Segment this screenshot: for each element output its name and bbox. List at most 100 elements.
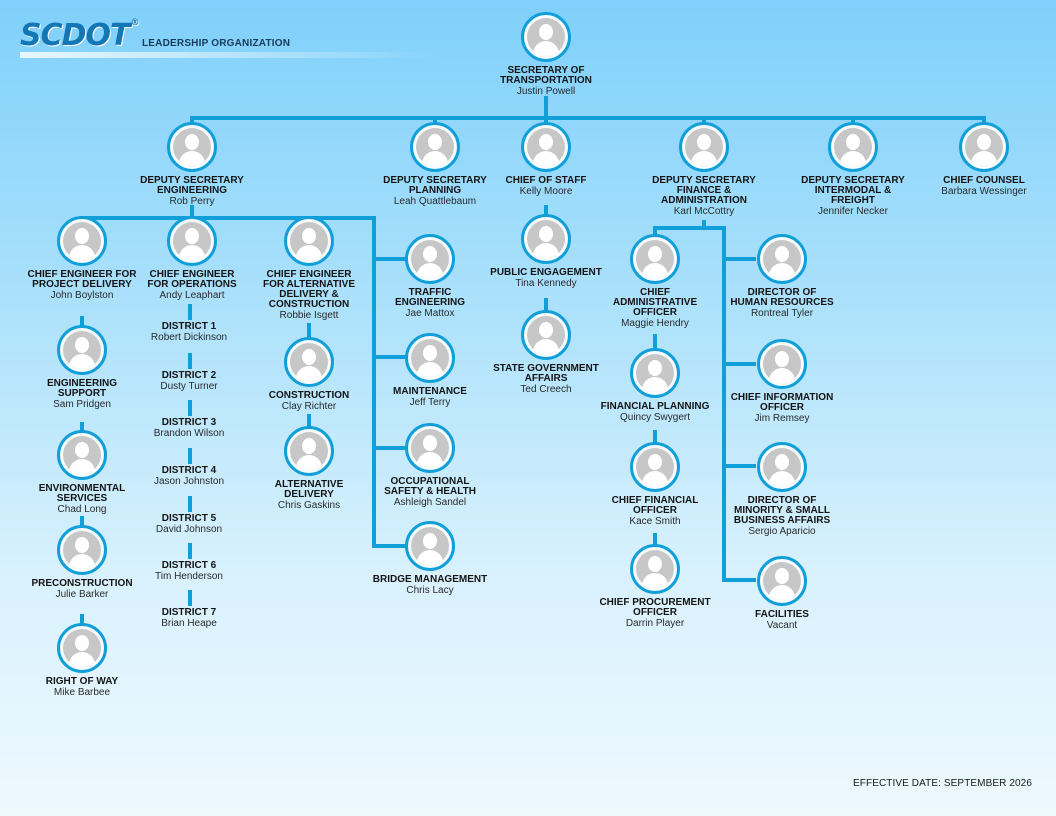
node-name: Jennifer Necker xyxy=(817,206,889,217)
node-title: CHIEF PROCUREMENT OFFICER xyxy=(599,597,711,618)
node-title: DISTRICT 5 xyxy=(161,513,217,524)
node-title: DISTRICT 3 xyxy=(161,417,217,428)
org-node-chief-financial-officer: CHIEF FINANCIAL OFFICER Kace Smith xyxy=(580,442,730,528)
person-silhouette-icon xyxy=(57,525,107,575)
node-title: ENVIRONMENTAL SERVICES xyxy=(38,483,126,504)
node-title: TRAFFIC ENGINEERING xyxy=(394,287,465,308)
node-name: Jeff Terry xyxy=(409,397,451,408)
person-silhouette-icon xyxy=(57,623,107,673)
node-name: Kelly Moore xyxy=(519,186,573,197)
node-title: RIGHT OF WAY xyxy=(45,676,119,687)
person-silhouette-icon xyxy=(284,337,334,387)
node-title: CHIEF OF STAFF xyxy=(505,175,587,186)
org-node-chief-of-staff: CHIEF OF STAFF Kelly Moore xyxy=(471,122,621,198)
person-silhouette-icon xyxy=(521,310,571,360)
node-title: MAINTENANCE xyxy=(393,386,467,397)
node-title: FACILITIES xyxy=(755,609,809,620)
node-name: Leah Quattlebaum xyxy=(393,196,477,207)
org-node-district-1: DISTRICT 1 Robert Dickinson xyxy=(129,322,249,344)
person-silhouette-icon xyxy=(405,333,455,383)
node-title: DEPUTY SECRETARY PLANNING xyxy=(383,175,487,196)
node-title: ALTERNATIVE DELIVERY xyxy=(274,479,344,500)
org-node-district-5: DISTRICT 5 David Johnson xyxy=(129,514,249,536)
node-title: DEPUTY SECRETARY INTERMODAL & FREIGHT xyxy=(801,175,905,206)
org-node-traffic-engineering: TRAFFIC ENGINEERING Jae Mattox xyxy=(355,234,505,320)
org-node-right-of-way: RIGHT OF WAY Mike Barbee xyxy=(7,623,157,699)
org-node-alternative-delivery: ALTERNATIVE DELIVERY Chris Gaskins xyxy=(234,426,384,512)
node-name: Jason Johnston xyxy=(153,476,225,487)
person-silhouette-icon xyxy=(757,234,807,284)
person-silhouette-icon xyxy=(284,216,334,266)
node-name: Clay Richter xyxy=(281,401,337,412)
person-silhouette-icon xyxy=(57,430,107,480)
header-accent-bar xyxy=(20,52,440,58)
org-node-district-6: DISTRICT 6 Tim Henderson xyxy=(129,561,249,583)
node-name: Julie Barker xyxy=(55,589,109,600)
node-name: Karl McCottry xyxy=(673,206,735,217)
node-name: Barbara Wessinger xyxy=(941,186,1027,197)
person-silhouette-icon xyxy=(405,521,455,571)
person-silhouette-icon xyxy=(828,122,878,172)
node-title: DISTRICT 1 xyxy=(161,321,217,332)
node-name: Justin Powell xyxy=(516,86,576,97)
node-title: DISTRICT 7 xyxy=(161,607,217,618)
org-node-engineering-support: ENGINEERING SUPPORT Sam Pridgen xyxy=(7,325,157,411)
node-title: DIRECTOR OF MINORITY & SMALL BUSINESS AF… xyxy=(733,495,831,526)
person-silhouette-icon xyxy=(630,544,680,594)
node-name: Vacant xyxy=(766,620,798,631)
node-name: Tina Kennedy xyxy=(515,278,577,289)
node-title: STATE GOVERNMENT AFFAIRS xyxy=(493,363,599,384)
node-name: Brian Heape xyxy=(161,618,217,629)
node-title: DEPUTY SECRETARY ENGINEERING xyxy=(140,175,244,196)
person-silhouette-icon xyxy=(757,556,807,606)
person-silhouette-icon xyxy=(284,426,334,476)
org-node-bridge-management: BRIDGE MANAGEMENT Chris Lacy xyxy=(355,521,505,597)
scdot-logo: SCDOT® xyxy=(20,18,140,53)
node-name: Sergio Aparicio xyxy=(748,526,816,537)
node-name: Ashleigh Sandel xyxy=(393,497,467,508)
person-silhouette-icon xyxy=(630,234,680,284)
org-node-chief-engineer-project-delivery: CHIEF ENGINEER FOR PROJECT DELIVERY John… xyxy=(7,216,157,302)
org-node-district-4: DISTRICT 4 Jason Johnston xyxy=(129,466,249,488)
node-title: CHIEF ADMINISTRATIVE OFFICER xyxy=(612,287,698,318)
node-title: ENGINEERING SUPPORT xyxy=(46,378,117,399)
person-silhouette-icon xyxy=(630,442,680,492)
node-name: Rontreal Tyler xyxy=(750,308,814,319)
person-silhouette-icon xyxy=(167,122,217,172)
person-silhouette-icon xyxy=(521,214,571,264)
org-node-deputy-planning: DEPUTY SECRETARY PLANNING Leah Quattleba… xyxy=(360,122,510,208)
node-title: CONSTRUCTION xyxy=(268,390,350,401)
person-silhouette-icon xyxy=(959,122,1009,172)
node-title: CHIEF INFORMATION OFFICER xyxy=(730,392,834,413)
person-silhouette-icon xyxy=(57,216,107,266)
org-node-maintenance: MAINTENANCE Jeff Terry xyxy=(355,333,505,409)
org-node-chief-information-officer: CHIEF INFORMATION OFFICER Jim Remsey xyxy=(707,339,857,425)
node-name: Chris Gaskins xyxy=(277,500,341,511)
org-node-district-3: DISTRICT 3 Brandon Wilson xyxy=(129,418,249,440)
node-title: SECRETARY OF TRANSPORTATION xyxy=(500,65,592,86)
org-node-deputy-engineering: DEPUTY SECRETARY ENGINEERING Rob Perry xyxy=(117,122,267,208)
node-name: David Johnson xyxy=(155,524,223,535)
node-name: Darrin Player xyxy=(625,618,685,629)
org-node-public-engagement: PUBLIC ENGAGEMENT Tina Kennedy xyxy=(471,214,621,290)
org-node-chief-administrative-officer: CHIEF ADMINISTRATIVE OFFICER Maggie Hend… xyxy=(580,234,730,330)
person-silhouette-icon xyxy=(679,122,729,172)
node-name: Tim Henderson xyxy=(155,571,223,582)
node-name: Robert Dickinson xyxy=(150,332,228,343)
org-node-state-government-affairs: STATE GOVERNMENT AFFAIRS Ted Creech xyxy=(471,310,621,396)
effective-date: EFFECTIVE DATE: SEPTEMBER 2026 xyxy=(853,778,1032,789)
person-silhouette-icon xyxy=(57,325,107,375)
node-name: Jim Remsey xyxy=(754,413,810,424)
node-name: Rob Perry xyxy=(169,196,215,207)
org-node-occupational-safety: OCCUPATIONAL SAFETY & HEALTH Ashleigh Sa… xyxy=(355,423,505,509)
node-title: DIRECTOR OF HUMAN RESOURCES xyxy=(730,287,834,308)
person-silhouette-icon xyxy=(167,216,217,266)
node-name: Chris Lacy xyxy=(406,585,454,596)
node-title: DISTRICT 2 xyxy=(161,370,217,381)
org-node-district-7: DISTRICT 7 Brian Heape xyxy=(129,608,249,630)
node-name: Ted Creech xyxy=(520,384,572,395)
node-name: Chad Long xyxy=(57,504,107,515)
org-node-director-minority-small-business: DIRECTOR OF MINORITY & SMALL BUSINESS AF… xyxy=(707,442,857,538)
node-name: Jae Mattox xyxy=(405,308,455,319)
node-title: CHIEF COUNSEL xyxy=(943,175,1025,186)
